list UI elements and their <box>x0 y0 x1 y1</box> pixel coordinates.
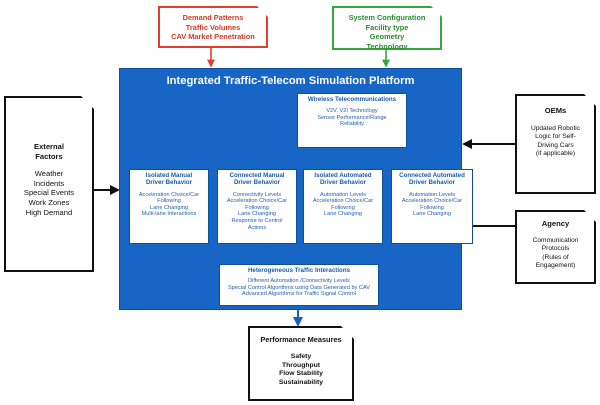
behavior-line: Actions <box>247 224 267 231</box>
agency-title: Agency <box>541 219 570 228</box>
performance-line: Safety <box>290 353 312 361</box>
hetero-line: Special Control Algorithms using Data Ge… <box>228 284 370 291</box>
behavior-line: Multi-lane Interactions <box>141 211 197 218</box>
behavior-line: Following <box>245 204 269 211</box>
behavior-line: Automation Levels <box>408 191 456 198</box>
behavior-line: Connectivity Levels <box>232 191 282 198</box>
simulation-platform: Integrated Traffic-Telecom Simulation Pl… <box>119 68 473 310</box>
oems-line: Logic for Self- <box>535 133 576 141</box>
demand-line: CAV Market Penetration <box>171 32 255 42</box>
behavior-title: Driver Behavior <box>145 179 193 187</box>
behavior-title: Driver Behavior <box>319 179 367 187</box>
agency-line: (Rules of <box>542 253 569 261</box>
behavior-title: Isolated Manual <box>145 172 193 179</box>
agency-box: Agency Communication Protocols (Rules of… <box>515 210 596 284</box>
system-configuration-box: System Configuration Facility type Geome… <box>332 6 442 50</box>
behavior-title: Connected Manual <box>229 172 285 179</box>
behavior-box-isolated-automated: Isolated Automated Driver Behavior Autom… <box>303 169 383 244</box>
external-line: Weather <box>34 169 64 179</box>
behavior-line: Lane Changing <box>324 211 362 218</box>
behavior-title: Driver Behavior <box>408 179 456 187</box>
behavior-title: Connected Automated <box>399 172 465 179</box>
demand-patterns-box: Demand Patterns Traffic Volumes CAV Mark… <box>158 6 268 48</box>
oems-line: Updated Robotic <box>530 125 581 133</box>
behavior-line: Acceleration Choice/Car <box>312 198 374 205</box>
wireless-line: Sensor Performance/Range <box>317 114 387 121</box>
behavior-box-connected-manual: Connected Manual Driver Behavior Connect… <box>217 169 297 244</box>
behavior-line: Response to Control <box>231 217 283 224</box>
system-line: Geometry <box>369 32 405 42</box>
external-line: Work Zones <box>28 197 70 207</box>
oems-line: Driving Cars <box>537 141 574 149</box>
oems-title: OEMs <box>544 106 567 115</box>
demand-line: Traffic Volumes <box>185 22 241 32</box>
performance-measures-box: Performance Measures Safety Throughput F… <box>248 326 354 401</box>
wireless-line: Reliability <box>340 121 364 128</box>
oems-line: (if applicable) <box>535 149 576 157</box>
heterogeneous-traffic-box: Heterogeneous Traffic Interactions Diffe… <box>219 264 379 306</box>
oems-box: OEMs Updated Robotic Logic for Self- Dri… <box>515 94 596 194</box>
behavior-title: Isolated Automated <box>314 172 372 179</box>
wireless-telecom-box: Wireless Telecommunications V2V, V2I Tec… <box>297 93 407 148</box>
behavior-line: Following <box>331 204 355 211</box>
wireless-line: V2V, V2I Technology <box>326 108 378 115</box>
behavior-line: Acceleration Choice/Car <box>138 191 200 198</box>
agency-line: Engagement) <box>535 261 576 269</box>
behavior-line: Lane Changing <box>238 211 276 218</box>
system-line: System Configuration <box>348 13 426 22</box>
behavior-line: Acceleration Choice/Car <box>401 198 463 205</box>
behavior-line: Lane Changing <box>150 204 188 211</box>
behavior-line: Following <box>420 204 444 211</box>
external-line: Special Events <box>23 188 75 198</box>
agency-line: Communication <box>532 237 579 245</box>
system-line: Facility type <box>365 22 409 32</box>
performance-line: Flow Stability <box>279 370 323 378</box>
external-title: Factors <box>35 151 63 161</box>
system-line: Technology <box>366 41 408 51</box>
behavior-line: Acceleration Choice/Car <box>226 198 288 205</box>
performance-title: Performance Measures <box>260 335 342 344</box>
hetero-line: Different Automation /Connectivity Level… <box>248 278 350 285</box>
external-title: External <box>34 142 64 151</box>
behavior-line: Following <box>157 198 181 205</box>
behavior-line: Lane Changing <box>413 211 451 218</box>
demand-line: Demand Patterns <box>182 13 244 22</box>
performance-line: Throughput <box>281 361 321 369</box>
platform-title: Integrated Traffic-Telecom Simulation Pl… <box>166 75 415 87</box>
performance-line: Sustainability <box>278 378 324 386</box>
agency-line: Protocols <box>541 245 570 253</box>
behavior-box-connected-automated: Connected Automated Driver Behavior Auto… <box>391 169 473 244</box>
hetero-line: Advanced Algorithms for Traffic Signal C… <box>241 291 356 298</box>
external-line: High Demand <box>25 207 73 217</box>
behavior-title: Driver Behavior <box>233 179 281 187</box>
external-line: Incidents <box>33 178 65 188</box>
behavior-box-isolated-manual: Isolated Manual Driver Behavior Accelera… <box>129 169 209 244</box>
wireless-title: Wireless Telecommunications <box>307 96 397 103</box>
external-factors-box: External Factors Weather Incidents Speci… <box>4 96 94 272</box>
behavior-line: Automation Levels <box>319 191 367 198</box>
hetero-title: Heterogeneous Traffic Interactions <box>247 267 351 274</box>
